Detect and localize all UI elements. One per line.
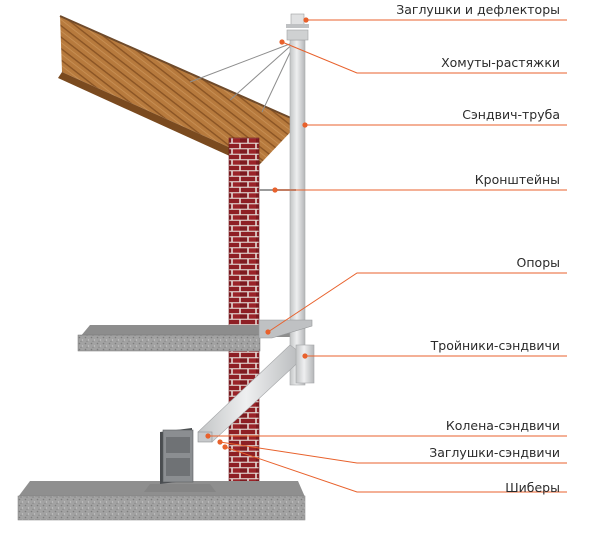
sandwich-pipe [286, 13, 309, 386]
label-guy-clamps: Хомуты-растяжки [441, 55, 560, 70]
floor-slab [77, 325, 305, 352]
guy-wires [189, 41, 296, 113]
leader-line-supports [267, 272, 567, 333]
label-dampers: Шиберы [505, 480, 560, 495]
boiler [144, 428, 216, 492]
label-deflectors: Заглушки и дефлекторы [396, 2, 560, 17]
label-tees: Тройники-сэндвичи [430, 338, 560, 353]
label-caps: Заглушки-сэндвичи [429, 445, 560, 460]
leader-line-dampers [224, 446, 567, 493]
labels: Заглушки и дефлекторы Хомуты-растяжки Сэ… [396, 2, 560, 495]
roof [58, 15, 302, 168]
leader-line-guy-clamps [281, 41, 567, 74]
diagram-art [17, 13, 567, 521]
label-elbows: Колена-сэндвичи [446, 418, 560, 433]
leader-dots [205, 17, 309, 450]
leader-line-caps [219, 441, 567, 464]
label-sandwich-pipe: Сэндвич-труба [462, 107, 560, 122]
label-supports: Опоры [517, 255, 560, 270]
leader-lines [208, 19, 567, 493]
label-brackets: Кронштейны [475, 172, 560, 187]
brick-wall [228, 137, 260, 499]
